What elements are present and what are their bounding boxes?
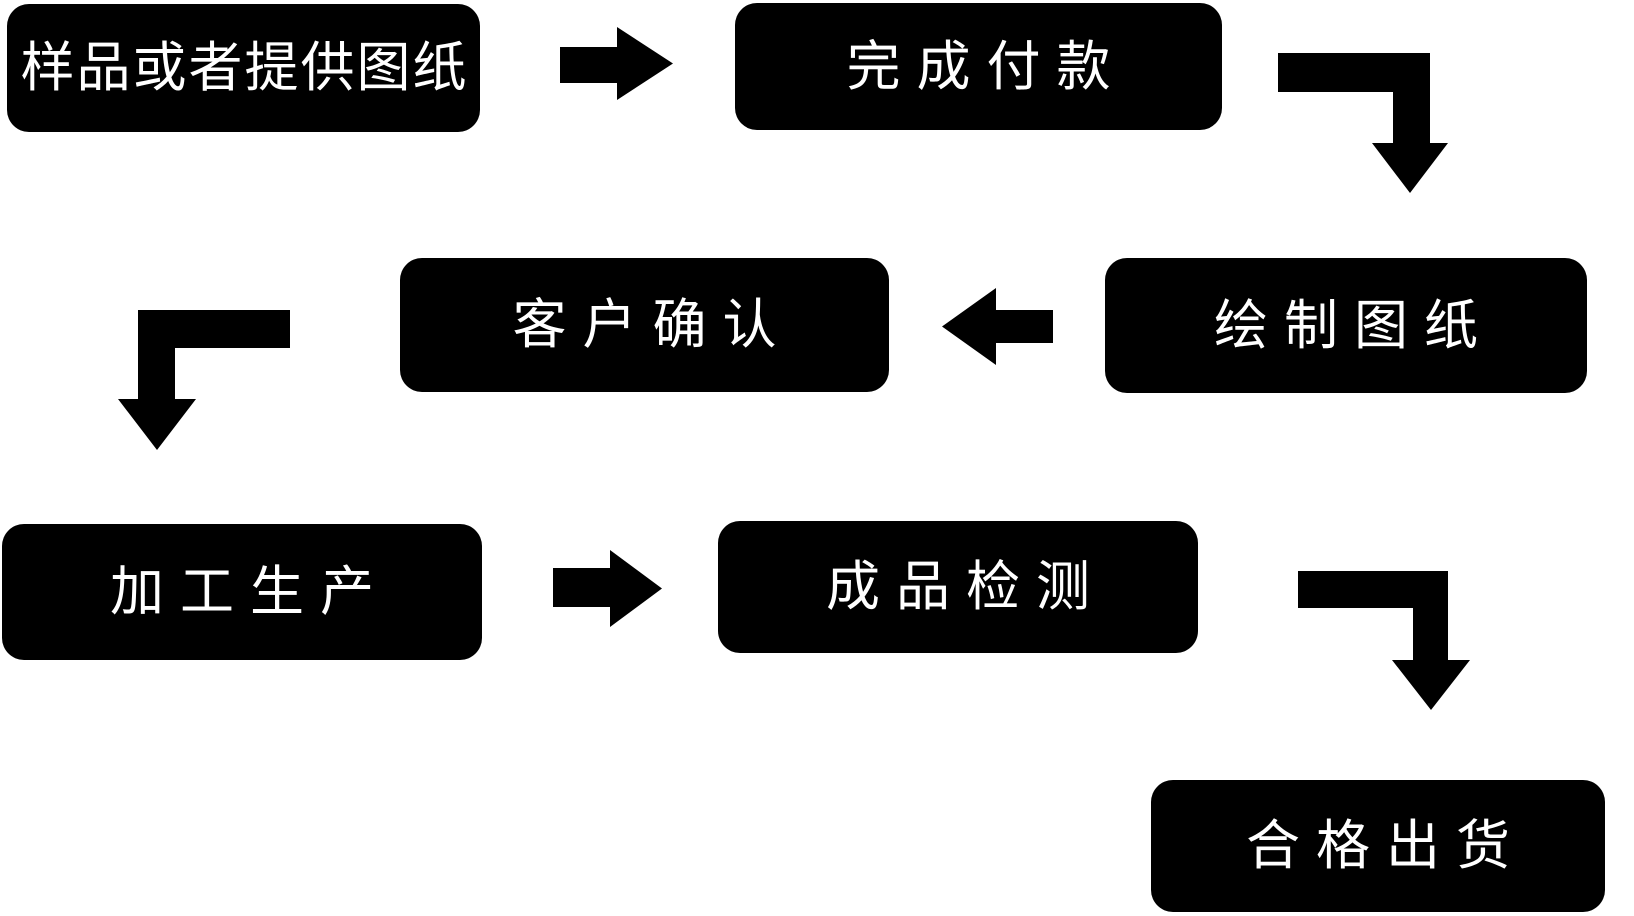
arrow-right-icon xyxy=(560,27,673,100)
arrow-right-icon xyxy=(553,550,662,627)
arrow-elbow-right-down-icon xyxy=(1278,53,1448,193)
flow-node-production: 加工生产 xyxy=(2,524,482,660)
arrow-left-icon xyxy=(942,288,1053,365)
flow-node-label: 合格出货 xyxy=(1246,816,1526,876)
flow-node-drafting: 绘制图纸 xyxy=(1105,258,1587,393)
flow-node-sample-or-drawing: 样品或者提供图纸 xyxy=(7,4,480,132)
arrow-elbow-left-down-icon xyxy=(118,310,290,450)
flow-node-label: 完成付款 xyxy=(846,36,1127,97)
flow-node-customer-confirm: 客户确认 xyxy=(400,258,889,392)
flow-node-label: 客户确认 xyxy=(512,295,793,355)
flow-node-label: 加工生产 xyxy=(110,562,390,622)
flow-node-label: 绘制图纸 xyxy=(1214,295,1494,356)
flow-node-payment: 完成付款 xyxy=(735,3,1222,130)
flow-node-label: 成品检测 xyxy=(826,557,1106,617)
flow-node-label: 样品或者提供图纸 xyxy=(20,38,469,98)
flow-node-inspection: 成品检测 xyxy=(718,521,1198,653)
flow-node-shipment: 合格出货 xyxy=(1151,780,1605,912)
arrow-elbow-right-down-icon xyxy=(1298,571,1470,710)
